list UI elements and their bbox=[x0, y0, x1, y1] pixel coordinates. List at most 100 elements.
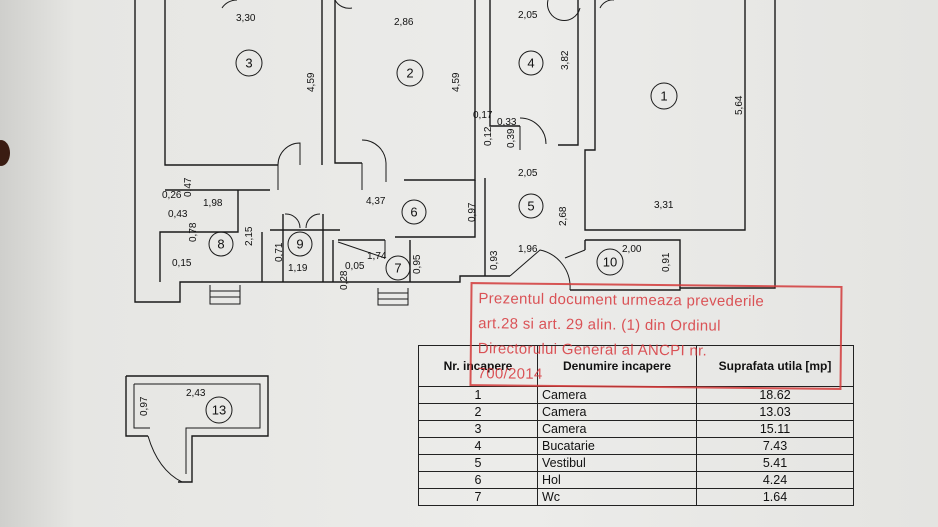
dim-label: 2,00 bbox=[622, 244, 642, 255]
room-marker-10 bbox=[596, 248, 624, 276]
legend-cell-nr: 3 bbox=[418, 420, 538, 438]
dim-label: 0,28 bbox=[339, 270, 350, 290]
dim-label: 0,33 bbox=[497, 117, 517, 128]
legend-cell-area: 4.24 bbox=[696, 471, 854, 489]
table-row: 4 Bucatarie 7.43 bbox=[418, 437, 854, 455]
legend-header-nr: Nr. incapere bbox=[418, 345, 538, 387]
steps bbox=[209, 285, 409, 306]
ancpi-stamp: Prezentul document urmeaza prevederile a… bbox=[469, 282, 843, 390]
dim-label: 0,97 bbox=[467, 202, 478, 222]
room-marker-7 bbox=[385, 255, 411, 281]
legend-cell-nr: 4 bbox=[418, 437, 538, 455]
dim-label: 2,05 bbox=[518, 10, 538, 21]
dim-label: 1,98 bbox=[203, 198, 223, 209]
table-row: 1 Camera 18.62 bbox=[418, 386, 854, 404]
dim-label: 2,86 bbox=[394, 17, 414, 28]
dim-label: 0,95 bbox=[412, 254, 423, 274]
table-row: 3 Camera 15.11 bbox=[418, 420, 854, 438]
room-marker-13 bbox=[205, 396, 233, 424]
room-number-13: 13 bbox=[212, 403, 226, 418]
room-number-1: 1 bbox=[660, 89, 667, 104]
walls bbox=[125, 0, 776, 483]
dim-label: 0,97 bbox=[139, 396, 150, 416]
punch-hole bbox=[0, 140, 10, 166]
legend-cell-nr: 7 bbox=[418, 488, 538, 506]
legend-cell-nr: 2 bbox=[418, 403, 538, 421]
dim-label: 0,91 bbox=[661, 252, 672, 272]
legend-cell-area: 7.43 bbox=[696, 437, 854, 455]
stamp-line-1: Prezentul document urmeaza prevederile bbox=[478, 290, 765, 311]
legend-cell-name: Wc bbox=[537, 488, 697, 506]
dim-label: 1,74 bbox=[367, 251, 387, 262]
room-number-8: 8 bbox=[217, 237, 224, 252]
dim-label: 3,30 bbox=[236, 13, 256, 24]
legend-cell-name: Vestibul bbox=[537, 454, 697, 472]
room-number-6: 6 bbox=[410, 205, 417, 220]
legend-cell-name: Bucatarie bbox=[537, 437, 697, 455]
legend-cell-name: Camera bbox=[537, 420, 697, 438]
dim-label: 0,12 bbox=[483, 126, 494, 146]
table-row: 2 Camera 13.03 bbox=[418, 403, 854, 421]
table-row: 6 Hol 4.24 bbox=[418, 471, 854, 489]
room-number-7: 7 bbox=[394, 261, 401, 276]
legend-cell-name: Hol bbox=[537, 471, 697, 489]
dim-label: 3,82 bbox=[560, 50, 571, 70]
room-number-3: 3 bbox=[245, 56, 252, 71]
dim-label: 0,39 bbox=[506, 128, 517, 148]
legend-cell-name: Camera bbox=[537, 386, 697, 404]
dim-label: 0,43 bbox=[168, 209, 188, 220]
room-marker-1 bbox=[650, 82, 678, 110]
doors bbox=[221, 0, 614, 291]
room-marker-8 bbox=[208, 231, 234, 257]
room-number-9: 9 bbox=[296, 237, 303, 252]
dim-label: 0,26 bbox=[162, 190, 182, 201]
legend-cell-nr: 5 bbox=[418, 454, 538, 472]
room-marker-4 bbox=[518, 50, 544, 76]
legend-cell-area: 5.41 bbox=[696, 454, 854, 472]
room-marker-3 bbox=[235, 49, 263, 77]
stamp-line-3: Directorului General al ANCPI nr. bbox=[477, 340, 708, 360]
dim-label: 1,96 bbox=[518, 244, 538, 255]
room-legend-table: Nr. incapere Denumire incapere Suprafata… bbox=[418, 345, 854, 506]
dim-label: 2,68 bbox=[558, 206, 569, 226]
dim-label: 0,93 bbox=[489, 250, 500, 270]
dim-label: 2,15 bbox=[244, 226, 255, 246]
table-row: 5 Vestibul 5.41 bbox=[418, 454, 854, 472]
room-number-5: 5 bbox=[527, 199, 534, 214]
dim-label: 0,47 bbox=[183, 177, 194, 197]
table-row: 7 Wc 1.64 bbox=[418, 488, 854, 506]
room-marker-5 bbox=[518, 193, 544, 219]
room-marker-2 bbox=[396, 59, 424, 87]
legend-cell-area: 13.03 bbox=[696, 403, 854, 421]
room-number-10: 10 bbox=[603, 255, 617, 270]
legend-cell-nr: 1 bbox=[418, 386, 538, 404]
legend-cell-name: Camera bbox=[537, 403, 697, 421]
dim-label: 0,78 bbox=[188, 222, 199, 242]
room-number-2: 2 bbox=[406, 66, 413, 81]
dimension-labels: 3,30 2,86 2,05 0,17 0,33 2,05 3,31 4,37 … bbox=[162, 10, 674, 399]
legend-cell-area: 15.11 bbox=[696, 420, 854, 438]
dim-label: 2,43 bbox=[186, 388, 206, 399]
dim-label: 4,59 bbox=[451, 72, 462, 92]
dim-label: 0,15 bbox=[172, 258, 192, 269]
room-marker-9 bbox=[287, 231, 313, 257]
dim-label: 0,17 bbox=[473, 110, 493, 121]
room-marker-6 bbox=[401, 199, 427, 225]
legend-cell-nr: 6 bbox=[418, 471, 538, 489]
dimension-labels-vertical: 4,59 4,59 3,82 5,64 0,12 0,39 2,68 0,97 … bbox=[139, 50, 745, 416]
dim-label: 3,31 bbox=[654, 200, 674, 211]
stamp-line-4: 700/2014 bbox=[477, 365, 543, 383]
dim-label: 5,64 bbox=[734, 95, 745, 115]
legend-cell-area: 1.64 bbox=[696, 488, 854, 506]
dim-label: 4,37 bbox=[366, 196, 386, 207]
dim-label: 1,19 bbox=[288, 263, 308, 274]
legend-header-row: Nr. incapere Denumire incapere Suprafata… bbox=[418, 345, 854, 387]
dim-label: 0,71 bbox=[274, 242, 285, 262]
dim-label: 4,59 bbox=[306, 72, 317, 92]
room-number-4: 4 bbox=[527, 56, 534, 71]
room-markers: 3 2 4 1 5 6 7 8 9 10 13 bbox=[205, 49, 678, 424]
dim-label: 2,05 bbox=[518, 168, 538, 179]
stamp-line-2: art.28 si art. 29 alin. (1) din Ordinul bbox=[478, 315, 721, 335]
dim-label: 0,05 bbox=[345, 261, 365, 272]
